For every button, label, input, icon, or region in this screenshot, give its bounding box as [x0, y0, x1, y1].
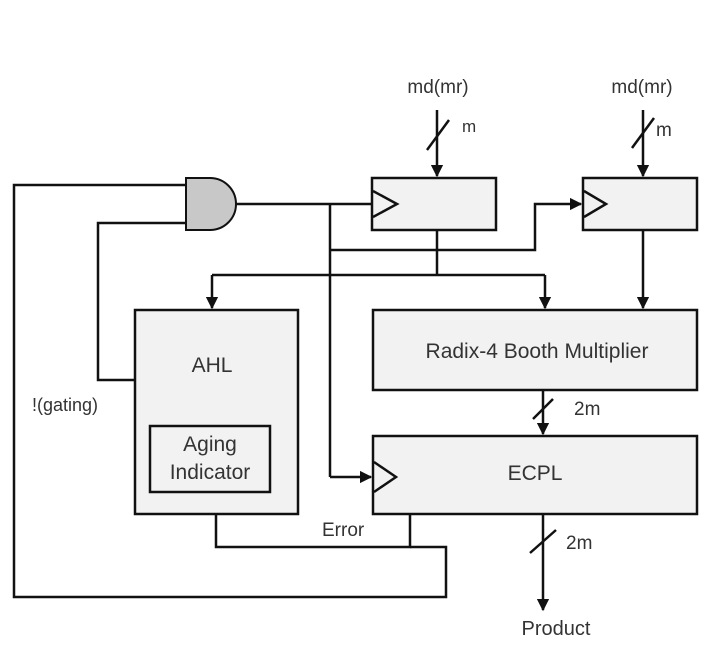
bus-slash [630, 117, 656, 149]
clock-triangle-icon [372, 189, 400, 219]
input-width-left: m [462, 117, 476, 136]
input-register-right [581, 176, 699, 232]
clock-to-right-register-wire [330, 197, 583, 252]
input-register-left [370, 176, 498, 232]
ahl-block [133, 308, 300, 516]
clock-triangle-icon [373, 460, 399, 494]
aging-indicator-label-line2: Indicator [170, 461, 251, 484]
aging-indicator-label-line1: Aging [183, 433, 237, 456]
error-feedback-wire [12, 183, 448, 599]
booth-multiplier-block [371, 308, 699, 392]
aging-indicator-box [148, 424, 272, 494]
booth-output-width-label: 2m [574, 399, 600, 420]
ecpl-block [371, 434, 699, 516]
input-width-right: m [656, 120, 672, 141]
product-label: Product [522, 618, 591, 640]
ecpl-label: ECPL [508, 462, 563, 485]
input-label-left: md(mr) [407, 77, 468, 98]
input-label-right: md(mr) [611, 77, 672, 98]
error-label: Error [322, 520, 365, 541]
bus-slash [425, 119, 451, 151]
booth-multiplier-label: Radix-4 Booth Multiplier [426, 340, 649, 363]
clock-triangle-icon [583, 189, 609, 219]
ahl-error-wire [214, 514, 412, 549]
gating-label: !(gating) [32, 395, 98, 415]
bus-slash [532, 398, 554, 420]
product-width-label: 2m [566, 533, 592, 554]
ahl-label: AHL [192, 354, 233, 377]
and-gate [185, 177, 237, 231]
bus-slash [529, 529, 557, 554]
gating-wire [96, 221, 186, 382]
